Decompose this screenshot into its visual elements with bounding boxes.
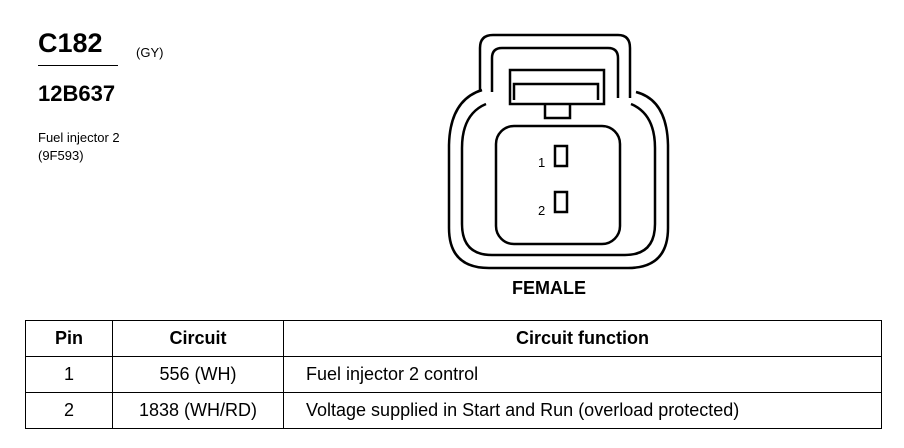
connector-inner-shell: [460, 102, 657, 257]
connector-color: (GY): [136, 45, 164, 60]
component-name: Fuel injector 2: [38, 130, 120, 145]
pin-2-terminal: [553, 190, 569, 214]
connector-face-diagram: 1 2: [447, 33, 670, 270]
connector-outer-shell: [447, 88, 670, 270]
pin-1-label: 1: [538, 155, 545, 170]
latch-block: [508, 68, 606, 106]
pin-cell: 2: [25, 392, 113, 429]
column-header-pin: Pin: [25, 320, 113, 357]
latch-notch: [512, 82, 600, 100]
table-row: 1 556 (WH) Fuel injector 2 control: [25, 356, 882, 393]
table-header-row: Pin Circuit Circuit function: [25, 320, 882, 357]
terminal-cavity-body: [494, 124, 622, 246]
pin-cell: 1: [25, 356, 113, 393]
pin-1-terminal: [553, 144, 569, 168]
circuit-cell: 556 (WH): [112, 356, 284, 393]
pinout-table: Pin Circuit Circuit function 1 556 (WH) …: [25, 320, 882, 429]
circuit-cell: 1838 (WH/RD): [112, 392, 284, 429]
title-underline: [38, 65, 118, 66]
table-row: 2 1838 (WH/RD) Voltage supplied in Start…: [25, 392, 882, 429]
component-code: (9F593): [38, 148, 84, 163]
locking-tab-inner: [490, 46, 620, 98]
locking-tab: [478, 33, 632, 98]
column-header-circuit: Circuit: [112, 320, 284, 357]
function-cell: Fuel injector 2 control: [283, 356, 882, 393]
pin-2-label: 2: [538, 203, 545, 218]
latch-key: [543, 104, 572, 120]
column-header-function: Circuit function: [283, 320, 882, 357]
function-cell: Voltage supplied in Start and Run (overl…: [283, 392, 882, 429]
part-number: 12B637: [38, 81, 116, 106]
connector-gender-label: FEMALE: [512, 278, 586, 298]
connector-id: C182: [38, 28, 103, 58]
